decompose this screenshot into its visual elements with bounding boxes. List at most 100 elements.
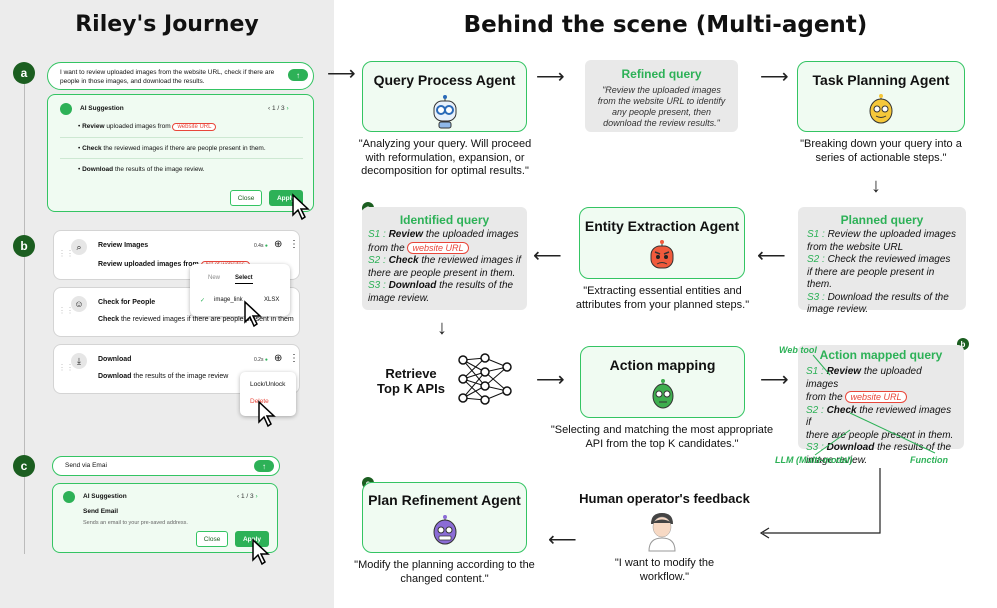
drag-handle-icon[interactable]: ⋮⋮ (58, 306, 74, 315)
identified-title: Identified query (399, 213, 490, 227)
close-button[interactable]: Close (196, 531, 228, 547)
web-tool-label: Web tool (779, 345, 817, 355)
step-title: Download (98, 356, 132, 363)
website-url-pill[interactable]: website URL (172, 123, 217, 131)
step-label: S3 : (807, 291, 825, 303)
time-badge: 0.4s ● (254, 243, 268, 249)
search-icon: ⌕ (71, 239, 87, 255)
apply-button[interactable]: Apply (235, 531, 269, 547)
arrow-down-icon: ↓ (437, 317, 447, 339)
llm-label: LLM (Multi-modal) (775, 455, 853, 465)
close-button[interactable]: Close (230, 190, 262, 206)
robot-icon (650, 240, 674, 269)
step-bold: Review (826, 366, 862, 377)
person-icon (648, 513, 676, 552)
arrow-right-icon: ⟶ (536, 66, 565, 88)
arrow-right-icon: ⟶ (536, 369, 565, 391)
suggestion-check: • Check the reviewed images if there are… (78, 145, 266, 152)
pager-text: 1 / 3 (240, 493, 254, 500)
amq-title: Action mapped query (819, 348, 943, 362)
send-email-title: Send Email (83, 508, 119, 515)
step-desc-bold: Download (98, 373, 132, 380)
tab-new[interactable]: New (208, 275, 221, 281)
drag-handle-icon[interactable]: ⋮⋮ (58, 363, 74, 372)
arrow-right-icon: ⟶ (327, 63, 356, 85)
human-quote: "I want to modify the workflow." (614, 557, 715, 583)
planned-steps: S1 : Review the uploaded images from the… (807, 229, 957, 317)
badge-b: b (13, 235, 35, 257)
step-text: Check the reviewed images if there are p… (807, 254, 951, 290)
arrow-right-icon: ⟶ (760, 369, 789, 391)
step-text: the reviewed images if (806, 404, 952, 429)
step-label: S2 : (806, 404, 824, 416)
send-input[interactable]: Send via Emai (52, 456, 280, 476)
refined-title: Refined query (621, 67, 702, 81)
add-icon[interactable]: ⊕ (274, 239, 283, 250)
pager[interactable]: ‹ 1 / 3 › (268, 105, 289, 112)
menu-lock[interactable]: Lock/Unlock (250, 381, 286, 388)
step-text: image review. (806, 454, 868, 466)
cursor-icon (252, 538, 270, 566)
ai-logo-icon (63, 491, 75, 503)
identified-query-box: Identified query S1 : Review the uploade… (362, 207, 527, 310)
step-text: there are people present in them. (368, 267, 516, 279)
step-label: S3 : (806, 442, 824, 453)
agent-title: Query Process Agent (373, 72, 516, 88)
download-text: the results of the image review. (114, 166, 205, 173)
people-search-icon: ☺ (71, 296, 87, 312)
agent-title: Task Planning Agent (812, 72, 950, 88)
step-bold: Check (388, 255, 419, 266)
time-text: 0.2s (254, 357, 264, 363)
step-text: the uploaded images (806, 366, 922, 390)
ai-suggestion-label: AI Suggestion (80, 105, 124, 112)
check-circle-icon: ✓ (200, 298, 206, 304)
step-label: S1 : (368, 229, 386, 240)
step-desc-text: the results of the image review (133, 373, 229, 380)
eea-quote: "Extracting essential entities and attri… (575, 285, 750, 311)
step-bold: Download (388, 280, 437, 291)
website-url-pill: website URL (845, 391, 907, 403)
chevron-right-icon[interactable]: › (255, 493, 258, 500)
badge-a: a (13, 62, 35, 84)
step-bold: Check (826, 404, 857, 416)
pager[interactable]: ‹ 1 / 3 › (237, 493, 258, 500)
tpa-quote: "Breaking down your query into a series … (800, 138, 962, 164)
chevron-left-icon[interactable]: ‹ (268, 105, 271, 112)
add-icon[interactable]: ⊕ (274, 353, 283, 364)
more-icon[interactable]: ⋮ (289, 239, 299, 250)
agent-title: Plan Refinement Agent (368, 492, 521, 508)
step-desc: Check the reviewed images if there are p… (98, 316, 294, 323)
chevron-right-icon[interactable]: › (286, 105, 289, 112)
step-label: S3 : (368, 280, 386, 291)
cursor-icon (258, 400, 276, 428)
select-popup: New Select ✓ image_link XLSX (190, 264, 290, 316)
step-bold: Download (826, 442, 875, 453)
ai-suggestion-card: AI Suggestion ‹ 1 / 3 › • Review uploade… (47, 94, 314, 212)
download-icon: ⤓ (71, 353, 87, 369)
more-icon[interactable]: ⋮ (289, 353, 299, 364)
popup-item[interactable]: image_link (214, 297, 243, 303)
chevron-left-icon[interactable]: ‹ (237, 493, 240, 500)
step-title: Review Images (98, 242, 149, 249)
tab-select[interactable]: Select (235, 275, 253, 284)
send-button[interactable]: ↑ (254, 460, 274, 472)
step-bold: Review (388, 229, 424, 240)
step-text: from the (368, 242, 405, 254)
agent-title: Entity Extraction Agent (584, 218, 740, 234)
amq-steps: S1 : Review the uploaded images from the… (806, 366, 956, 467)
review-bold: Review (82, 123, 105, 130)
refined-query-box: Refined query "Review the uploaded image… (585, 60, 738, 132)
drag-handle-icon[interactable]: ⋮⋮ (58, 249, 74, 258)
send-query-button[interactable]: ↑ (288, 69, 308, 81)
step-text: Review the uploaded images from the webs… (807, 229, 956, 253)
time-badge: 0.2s ● (254, 357, 268, 363)
step-text: image review. (368, 292, 430, 304)
entity-extraction-agent: Entity Extraction Agent (579, 207, 745, 279)
arrow-down-icon: ↓ (871, 175, 881, 197)
arrow-left-icon: ⟵ (757, 245, 786, 267)
query-input[interactable]: I want to review uploaded images from th… (47, 62, 314, 90)
task-planning-agent: Task Planning Agent (797, 61, 965, 132)
pager-text: 1 / 3 (271, 105, 285, 112)
arrow-left-icon: ⟵ (548, 529, 577, 551)
step-title: Check for People (98, 299, 156, 306)
